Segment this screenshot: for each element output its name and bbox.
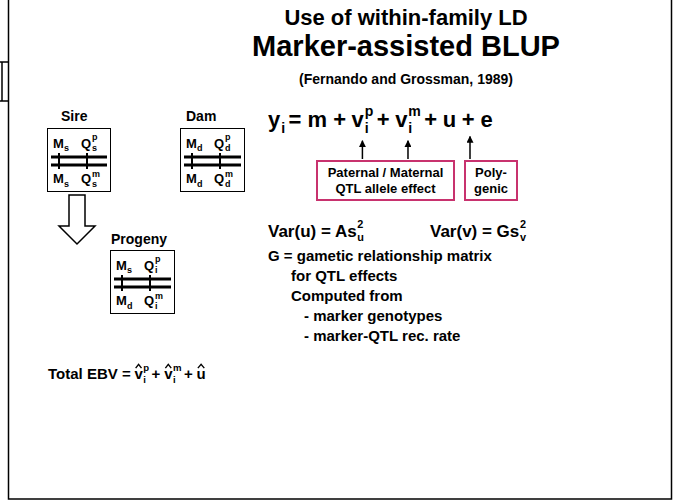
marker-letter: M (116, 294, 127, 307)
superscript: 2 (357, 218, 364, 231)
citation: (Fernando and Grossman, 1989) (136, 71, 674, 88)
model-equation: yi= m +vpi+vmi+u+ e (268, 103, 498, 137)
qtl-letter: Q (144, 294, 154, 307)
marker-letter: M (53, 137, 64, 150)
superscript: m (92, 170, 100, 179)
subscript: d (225, 144, 231, 153)
script-stack: 2v (520, 218, 526, 244)
formula-term: y (268, 107, 280, 132)
subscript: s (92, 144, 97, 153)
subscript: d (197, 144, 203, 153)
formula-term: v (134, 365, 142, 382)
slide-title: Use of within-family LD (136, 5, 674, 31)
chromosome-pair (184, 153, 241, 169)
marker-letter: M (53, 172, 64, 185)
formula-term: v (164, 365, 172, 382)
subscript: i (155, 302, 158, 311)
qtl-letter: Q (144, 259, 154, 272)
superscript: 2 (520, 218, 526, 231)
script-stack: 2u (357, 218, 364, 244)
formula-term: u (197, 365, 206, 382)
formula-term: + (424, 107, 437, 132)
formula-term: + e (462, 107, 493, 132)
subscript: s (64, 144, 69, 153)
inheritance-arrow (59, 195, 95, 244)
subscript: s (64, 180, 69, 189)
effect-box: Poly- genic (464, 160, 518, 201)
pointer-arrow (362, 141, 364, 159)
box-heading: Sire (61, 109, 87, 123)
subscript: i (173, 374, 182, 386)
box-heading: Progeny (111, 232, 167, 246)
variance-formula: Var(u) = As2u (268, 218, 367, 244)
genotype-box: ProgenyMsQipMdQim (110, 250, 175, 314)
script-stack: mi (173, 362, 182, 385)
qtl-letter: Q (214, 137, 224, 150)
note-line: for QTL effects (291, 267, 397, 285)
chromosome-pair (51, 153, 107, 169)
qtl-letter: Q (81, 172, 91, 185)
script-stack: i (281, 120, 285, 137)
superscript: p (365, 103, 374, 120)
formula-term: Var(v) = Gs (430, 222, 519, 241)
box-heading: Dam (186, 109, 216, 123)
note-line: Computed from (291, 287, 403, 305)
script-stack: pi (365, 103, 374, 137)
subscript: d (127, 302, 133, 311)
marker-letter: M (116, 259, 127, 272)
subscript: u (357, 231, 364, 244)
formula-term: Total EBV = (48, 365, 131, 382)
formula-term: Var(u) = As (268, 222, 357, 241)
subscript: d (225, 180, 231, 189)
script-stack: mi (408, 103, 421, 137)
variance-formula: Var(v) = Gs2v (430, 218, 529, 244)
subscript: d (197, 180, 203, 189)
marker-letter: M (186, 172, 197, 185)
qtl-letter: Q (214, 172, 224, 185)
subscript: s (92, 180, 97, 189)
chromosome-pair (114, 275, 171, 291)
formula-term: + (184, 365, 193, 382)
formula-term: v (395, 107, 407, 132)
frame-fragment (0, 62, 9, 101)
superscript: m (173, 362, 182, 374)
genotype-box: SireMsQspMsQsm (47, 128, 111, 192)
note-line: - marker-QTL rec. rate (304, 327, 460, 345)
subscript: v (520, 231, 526, 244)
slide-subtitle: Marker-assisted BLUP (136, 29, 674, 64)
formula-term: + (152, 365, 161, 382)
ebv-formula: Total EBV =vpi+vmi+u (48, 362, 209, 385)
script-stack: pi (143, 362, 149, 385)
effect-box: Paternal / Maternal QTL allele effect (316, 160, 455, 201)
superscript: m (408, 103, 421, 120)
subscript: i (143, 374, 149, 386)
subscript: i (365, 120, 374, 137)
subscript: i (155, 266, 158, 275)
formula-term: v (352, 107, 364, 132)
superscript: p (92, 133, 98, 142)
subscript: i (281, 120, 285, 137)
superscript: p (225, 133, 231, 142)
note-line: G = gametic relationship matrix (268, 247, 492, 265)
superscript: p (143, 362, 149, 374)
genotype-box: DamMdQdpMdQdm (180, 128, 245, 192)
subscript: s (127, 266, 132, 275)
superscript: m (225, 170, 233, 179)
formula-term: u (443, 107, 456, 132)
effect-label: Poly- genic (471, 165, 511, 196)
marker-letter: M (186, 137, 197, 150)
note-line: - marker genotypes (304, 307, 442, 325)
pointer-arrow (469, 136, 471, 159)
superscript: p (155, 255, 161, 264)
subscript: i (408, 120, 421, 137)
superscript: m (155, 292, 163, 301)
formula-term: = m + (289, 107, 346, 132)
pointer-arrow (407, 141, 409, 159)
effect-label: Paternal / Maternal QTL allele effect (323, 165, 448, 196)
qtl-letter: Q (81, 137, 91, 150)
formula-term: + (377, 107, 390, 132)
